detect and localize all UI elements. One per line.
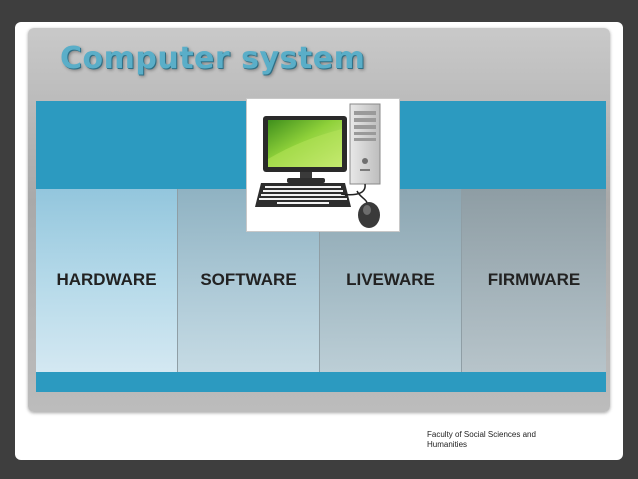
footer-text: Faculty of Social Sciences and Humanitie… [427,430,536,449]
firmware-label: FIRMWARE [487,270,581,289]
hardware-label: HARDWARE [56,270,157,289]
hardware-box: HARDWARE [36,189,178,372]
software-label: SOFTWARE [200,270,297,289]
component-boxes: HARDWARE SOFTWARE LIVEWARE FIRMWARE [36,189,606,372]
desktop-computer-icon [246,98,400,232]
slide-title: Computer system [60,41,366,76]
bottom-band [36,372,606,392]
firmware-box: FIRMWARE [462,189,606,372]
liveware-label: LIVEWARE [346,270,435,289]
